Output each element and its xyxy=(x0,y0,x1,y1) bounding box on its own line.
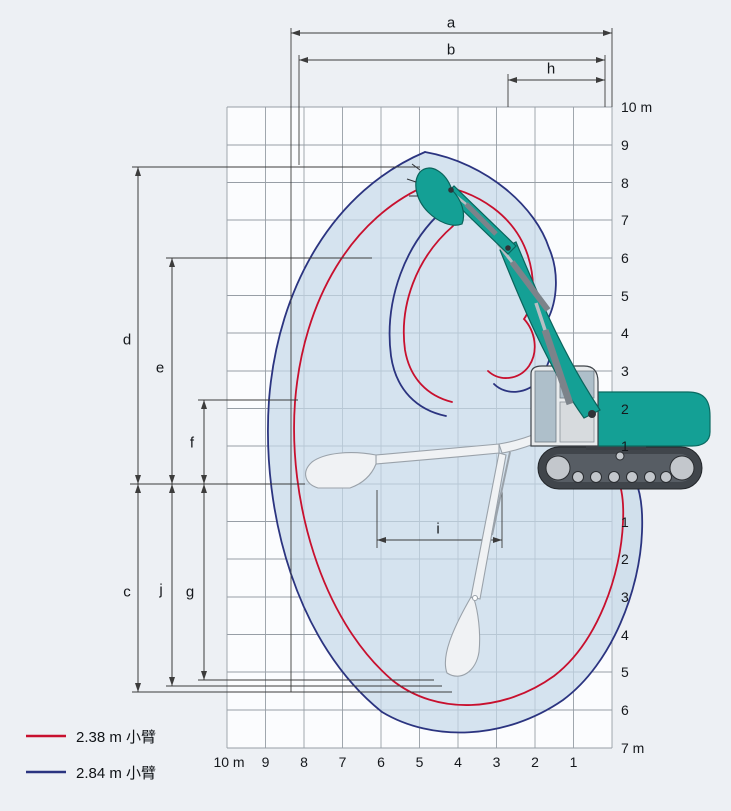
red-inner-arc xyxy=(402,225,454,403)
bucket-teeth xyxy=(406,163,421,197)
boom-cylinder xyxy=(541,328,574,406)
dim-label-i: i xyxy=(436,520,440,538)
counterweight-engine-housing xyxy=(597,391,711,447)
dim-label-h: h xyxy=(546,60,556,78)
bucket xyxy=(415,167,465,226)
blue-outer-curve xyxy=(267,151,644,734)
bucket-cylinder xyxy=(464,202,498,236)
legend-label-short-arm: 2.38 m 小臂 xyxy=(76,728,157,746)
blue-inner-arc xyxy=(388,205,449,417)
legend-label-long-arm: 2.84 m 小臂 xyxy=(76,764,157,782)
dim-label-b: b xyxy=(446,41,456,59)
y-axis-tick: 4 xyxy=(621,325,629,341)
x-axis-tick: 1 xyxy=(569,754,578,770)
dim-label-g: g xyxy=(185,583,195,601)
y-axis-tick: 7 xyxy=(621,212,629,228)
red-outer-curve xyxy=(293,183,625,706)
cab-front-window xyxy=(534,370,557,443)
excavator-illustration xyxy=(305,163,711,677)
y-axis-tick: 5 xyxy=(621,664,629,680)
y-axis-tick: 6 xyxy=(621,250,629,266)
boom-foot-pivot xyxy=(588,410,596,418)
dim-label-j: j xyxy=(159,581,163,599)
ghost-arm-down xyxy=(470,452,507,600)
dim-label-a: a xyxy=(446,14,456,32)
red-line-swatch xyxy=(26,734,66,738)
blue-line-swatch xyxy=(26,770,66,774)
y-axis-tick: 9 xyxy=(621,137,629,153)
x-axis-tick: 7 xyxy=(338,754,347,770)
x-axis-tick: 9 xyxy=(261,754,270,770)
y-axis-tick: 3 xyxy=(621,363,629,379)
dim-label-e: e xyxy=(155,359,165,377)
x-axis-tick: 2 xyxy=(531,754,539,770)
bucket-pivot xyxy=(448,187,454,193)
dim-label-c: c xyxy=(123,583,131,601)
legend-item-short-arm: 2.38 m 小臂 xyxy=(26,726,156,746)
y-axis-tick: 1 xyxy=(621,438,629,454)
y-axis-tick: 1 xyxy=(621,513,629,530)
dim-label-f: f xyxy=(189,434,195,452)
x-axis-tick: 8 xyxy=(300,754,308,770)
x-axis-tick: 10 m xyxy=(213,754,245,770)
envelope-shaded-region xyxy=(267,152,643,733)
y-axis-tick: 2 xyxy=(621,400,629,417)
x-axis-tick: 5 xyxy=(415,754,424,770)
y-axis-tick: 7 m xyxy=(621,740,645,756)
y-axis-tick: 10 m xyxy=(621,99,653,115)
dimension-extension-lines xyxy=(130,28,613,693)
arm-cylinder xyxy=(509,260,551,312)
y-axis-tick: 4 xyxy=(621,626,629,643)
legend: 2.38 m 小臂 2.84 m 小臂 xyxy=(26,726,156,782)
ghost-bucket-bottom xyxy=(444,596,481,677)
y-axis-tick: 2 xyxy=(621,551,629,567)
y-axis-tick: 8 xyxy=(621,174,629,191)
x-axis-tick: 3 xyxy=(492,754,501,770)
ghost-arm-positions xyxy=(305,406,591,677)
dimension-lines xyxy=(130,28,613,693)
track-assembly xyxy=(537,446,703,490)
arm-pivot xyxy=(505,245,511,251)
x-axis-tick: 4 xyxy=(454,754,462,770)
x-axis-tick: 6 xyxy=(377,754,385,770)
y-axis-tick: 3 xyxy=(621,589,629,605)
ghost-arm-pivot xyxy=(471,594,479,602)
y-axis-tick: 6 xyxy=(621,702,629,718)
dim-label-d: d xyxy=(122,331,132,349)
y-axis-tick: 5 xyxy=(621,287,629,304)
boom-cylinder-rod xyxy=(534,302,547,331)
legend-item-long-arm: 2.84 m 小臂 xyxy=(26,762,156,782)
ghost-bucket-ground xyxy=(305,452,377,489)
